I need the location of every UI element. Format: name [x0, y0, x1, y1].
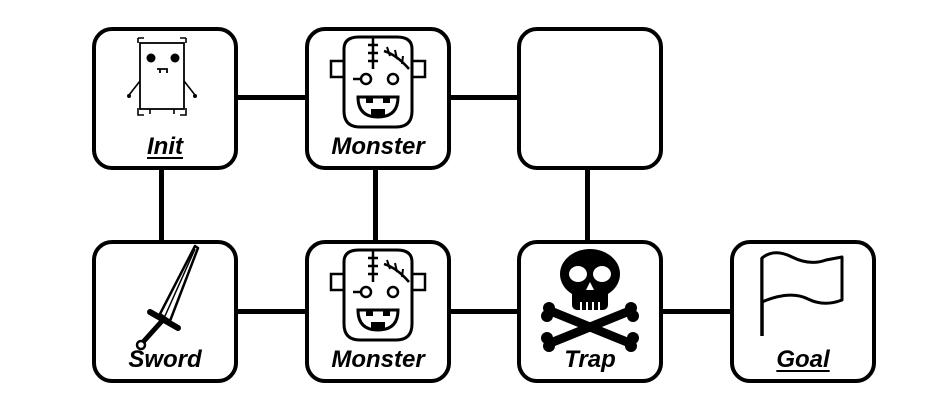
- cell-empty: [517, 27, 663, 170]
- connector-init-sword: [159, 168, 164, 242]
- cell-label-monster-top: Monster: [331, 133, 425, 160]
- cell-monster-top: Monster: [305, 27, 451, 170]
- connector-monster-empty: [448, 95, 521, 100]
- connector-empty-trap: [585, 168, 590, 242]
- connector-monster-monster: [373, 168, 378, 242]
- connector-monster-trap: [448, 309, 521, 314]
- cell-label-monster-bottom: Monster: [331, 346, 425, 373]
- connector-sword-monster: [235, 309, 309, 314]
- cell-goal: Goal: [730, 240, 876, 383]
- cell-label-trap: Trap: [564, 346, 616, 373]
- connector-init-monster: [235, 95, 309, 100]
- robot-icon: [127, 37, 197, 116]
- connector-trap-goal: [660, 309, 734, 314]
- flag-icon: [760, 251, 844, 336]
- cell-init: Init: [92, 27, 238, 170]
- cell-label-init: Init: [147, 133, 183, 160]
- skull-crossbones-icon: [541, 249, 639, 352]
- cell-label-goal: Goal: [776, 346, 830, 373]
- cell-trap: Trap: [517, 240, 663, 383]
- cell-sword: Sword: [92, 240, 238, 383]
- sword-icon: [135, 244, 200, 351]
- cell-label-sword: Sword: [128, 346, 202, 373]
- cell-monster-bottom: Monster: [305, 240, 451, 383]
